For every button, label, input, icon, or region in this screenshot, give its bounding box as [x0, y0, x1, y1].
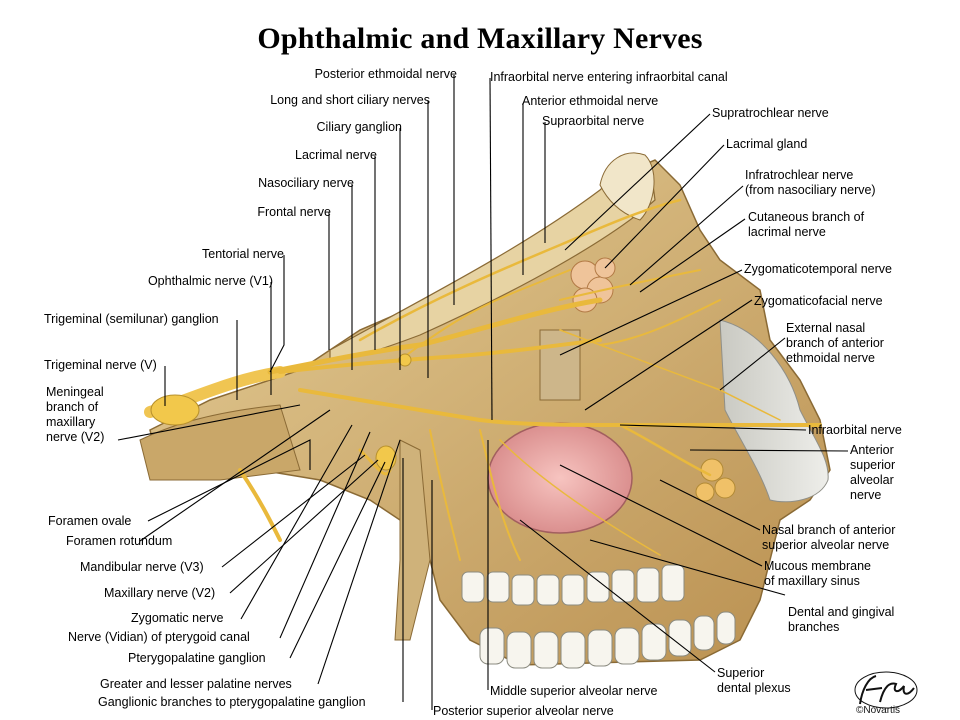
- figure-title: Ophthalmic and Maxillary Nerves: [257, 22, 703, 55]
- label-dental-gingival: Dental and gingival branches: [788, 605, 895, 634]
- label-infraorbital-entering-canal: Infraorbital nerve entering infraorbital…: [490, 70, 728, 84]
- ciliary-ganglion-shape: [398, 353, 412, 367]
- label-trigeminal-ganglion: Trigeminal (semilunar) ganglion: [44, 312, 219, 326]
- label-infratrochlear-nerve: Infratrochlear nerve (from nasociliary n…: [745, 168, 876, 197]
- label-anterior-ethmoidal-nerve: Anterior ethmoidal nerve: [522, 94, 659, 108]
- label-ciliary-ganglion: Ciliary ganglion: [316, 120, 402, 134]
- trigeminal-ganglion-shape: [150, 394, 200, 426]
- label-supratrochlear-nerve: Supratrochlear nerve: [712, 106, 829, 120]
- label-posterior-ethmoidal-nerve: Posterior ethmoidal nerve: [314, 67, 457, 81]
- label-infraorbital-nerve: Infraorbital nerve: [808, 423, 902, 437]
- label-trigeminal-nerve: Trigeminal nerve (V): [44, 358, 157, 372]
- label-anterior-superior-alveolar: Anterior superior alveolar nerve: [850, 443, 896, 502]
- label-external-nasal-branch: External nasal branch of anterior ethmoi…: [786, 321, 884, 365]
- label-nasociliary-nerve: Nasociliary nerve: [258, 176, 354, 190]
- label-zygomatic-nerve: Zygomatic nerve: [131, 611, 224, 625]
- teeth: [461, 564, 736, 669]
- label-ophthalmic-nerve: Ophthalmic nerve (V1): [147, 274, 273, 288]
- maxillary-sinus: [487, 422, 633, 534]
- label-foramen-rotundum: Foramen rotundum: [66, 534, 173, 548]
- label-cutaneous-branch-lacrimal: Cutaneous branch of lacrimal nerve: [748, 210, 865, 239]
- label-foramen-ovale: Foramen ovale: [48, 514, 132, 528]
- leader-lines: [117, 75, 849, 710]
- label-lacrimal-gland: Lacrimal gland: [726, 137, 808, 151]
- skull-bone: [139, 152, 831, 666]
- copyright-credit: ©Novartis: [856, 705, 901, 716]
- label-ganglionic-branches: Ganglionic branches to pterygopalatine g…: [98, 695, 366, 709]
- label-nasal-branch-asa: Nasal branch of anterior superior alveol…: [762, 523, 896, 552]
- label-vidian-nerve: Nerve (Vidian) of pterygoid canal: [68, 630, 250, 644]
- label-superior-dental-plexus: Superior dental plexus: [717, 666, 791, 695]
- label-maxillary-nerve: Maxillary nerve (V2): [104, 586, 216, 600]
- label-mandibular-nerve: Mandibular nerve (V3): [80, 560, 204, 574]
- label-tentorial-nerve: Tentorial nerve: [202, 247, 284, 261]
- label-pterygopalatine-ganglion: Pterygopalatine ganglion: [128, 651, 266, 665]
- label-middle-superior-alveolar: Middle superior alveolar nerve: [490, 684, 658, 698]
- label-meningeal-branch: Meningeal branch of maxillary nerve (V2): [46, 385, 105, 444]
- pterygopalatine-ganglion-shape: [375, 445, 397, 471]
- label-supraorbital-nerve: Supraorbital nerve: [542, 114, 645, 128]
- label-frontal-nerve: Frontal nerve: [257, 205, 331, 219]
- label-zygomaticotemporal-nerve: Zygomaticotemporal nerve: [744, 262, 892, 276]
- label-zygomaticofacial-nerve: Zygomaticofacial nerve: [754, 294, 883, 308]
- label-palatine-nerves: Greater and lesser palatine nerves: [100, 677, 292, 691]
- label-posterior-superior-alveolar: Posterior superior alveolar nerve: [433, 704, 614, 718]
- netter-signature-logo: [854, 671, 918, 709]
- label-mucous-membrane: Mucous membrane of maxillary sinus: [764, 559, 871, 588]
- label-long-short-ciliary-nerves: Long and short ciliary nerves: [270, 93, 430, 107]
- label-lacrimal-nerve: Lacrimal nerve: [295, 148, 377, 162]
